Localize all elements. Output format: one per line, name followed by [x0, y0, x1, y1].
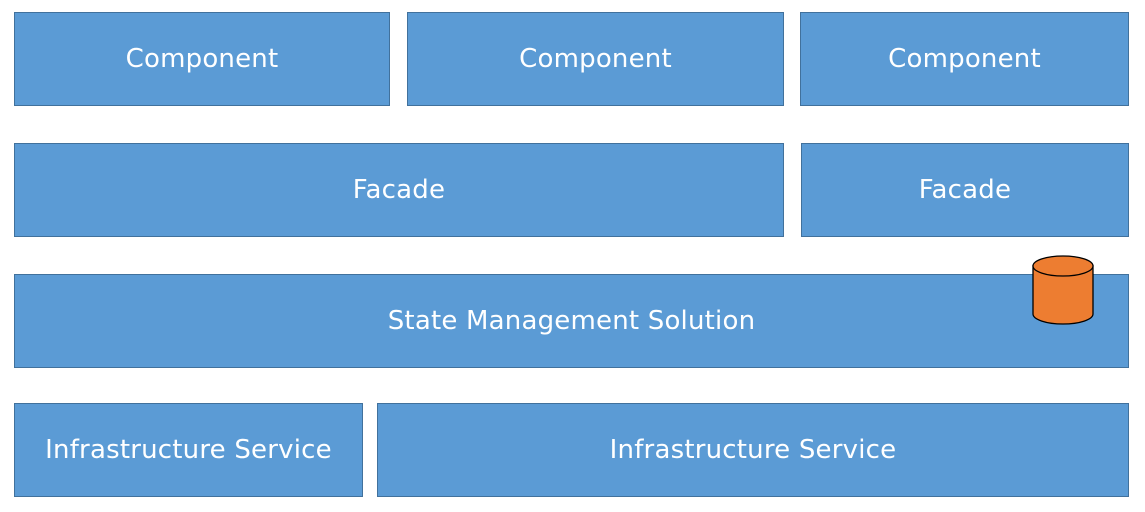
database-cylinder-icon [1032, 255, 1094, 325]
infrastructure-service-box-1: Infrastructure Service [14, 403, 363, 497]
facade-box-1: Facade [14, 143, 784, 237]
facade-box-2: Facade [801, 143, 1129, 237]
state-management-box: State Management Solution [14, 274, 1129, 368]
component-box-2: Component [407, 12, 784, 106]
component-box-3: Component [800, 12, 1129, 106]
database-cylinder-body [1032, 265, 1094, 325]
database-cylinder-top [1032, 255, 1094, 277]
infrastructure-service-box-2: Infrastructure Service [377, 403, 1129, 497]
component-box-1: Component [14, 12, 390, 106]
